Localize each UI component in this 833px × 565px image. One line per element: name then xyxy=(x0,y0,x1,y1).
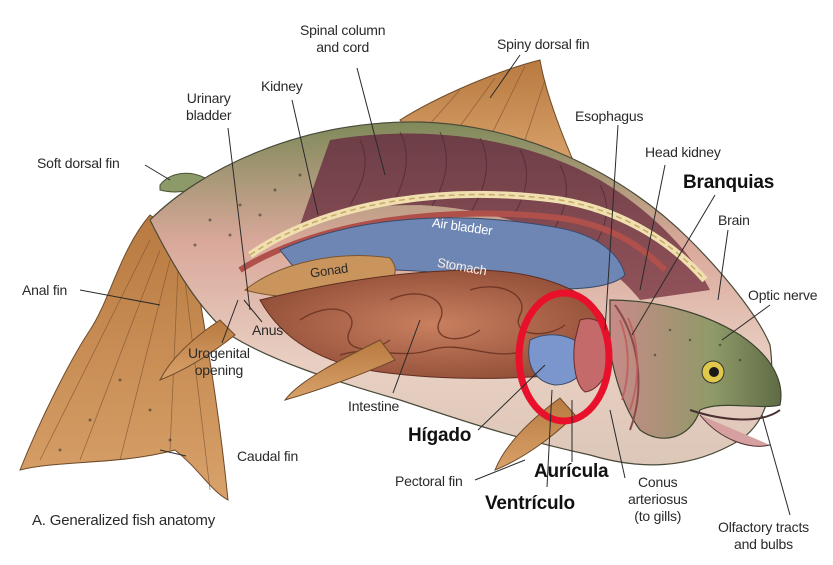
label-caudal-fin: Caudal fin xyxy=(237,448,298,465)
label-auricula: Aurícula xyxy=(534,461,608,483)
label-conus-arteriosus: Conus arteriosus (to gills) xyxy=(628,474,687,525)
label-spinal-column: Spinal column and cord xyxy=(300,22,385,56)
label-esophagus: Esophagus xyxy=(575,108,643,125)
label-urogenital-opening: Urogenital opening xyxy=(188,345,250,379)
label-anal-fin: Anal fin xyxy=(22,282,67,299)
label-anus: Anus xyxy=(252,322,283,339)
label-pectoral-fin: Pectoral fin xyxy=(395,473,463,490)
label-brain: Brain xyxy=(718,212,750,229)
figure-caption: A. Generalized fish anatomy xyxy=(32,512,215,529)
label-urinary-bladder: Urinary bladder xyxy=(186,90,231,124)
label-intestine: Intestine xyxy=(348,398,399,415)
label-kidney: Kidney xyxy=(261,78,303,95)
label-spiny-dorsal-fin: Spiny dorsal fin xyxy=(497,36,590,53)
label-ventriculo: Ventrículo xyxy=(485,493,575,515)
label-branquias: Branquias xyxy=(683,172,774,194)
label-olfactory: Olfactory tracts and bulbs xyxy=(718,519,809,553)
label-higado: Hígado xyxy=(408,425,471,447)
label-head-kidney: Head kidney xyxy=(645,144,721,161)
label-optic-nerve: Optic nerve xyxy=(748,287,817,304)
label-soft-dorsal-fin: Soft dorsal fin xyxy=(37,155,120,172)
